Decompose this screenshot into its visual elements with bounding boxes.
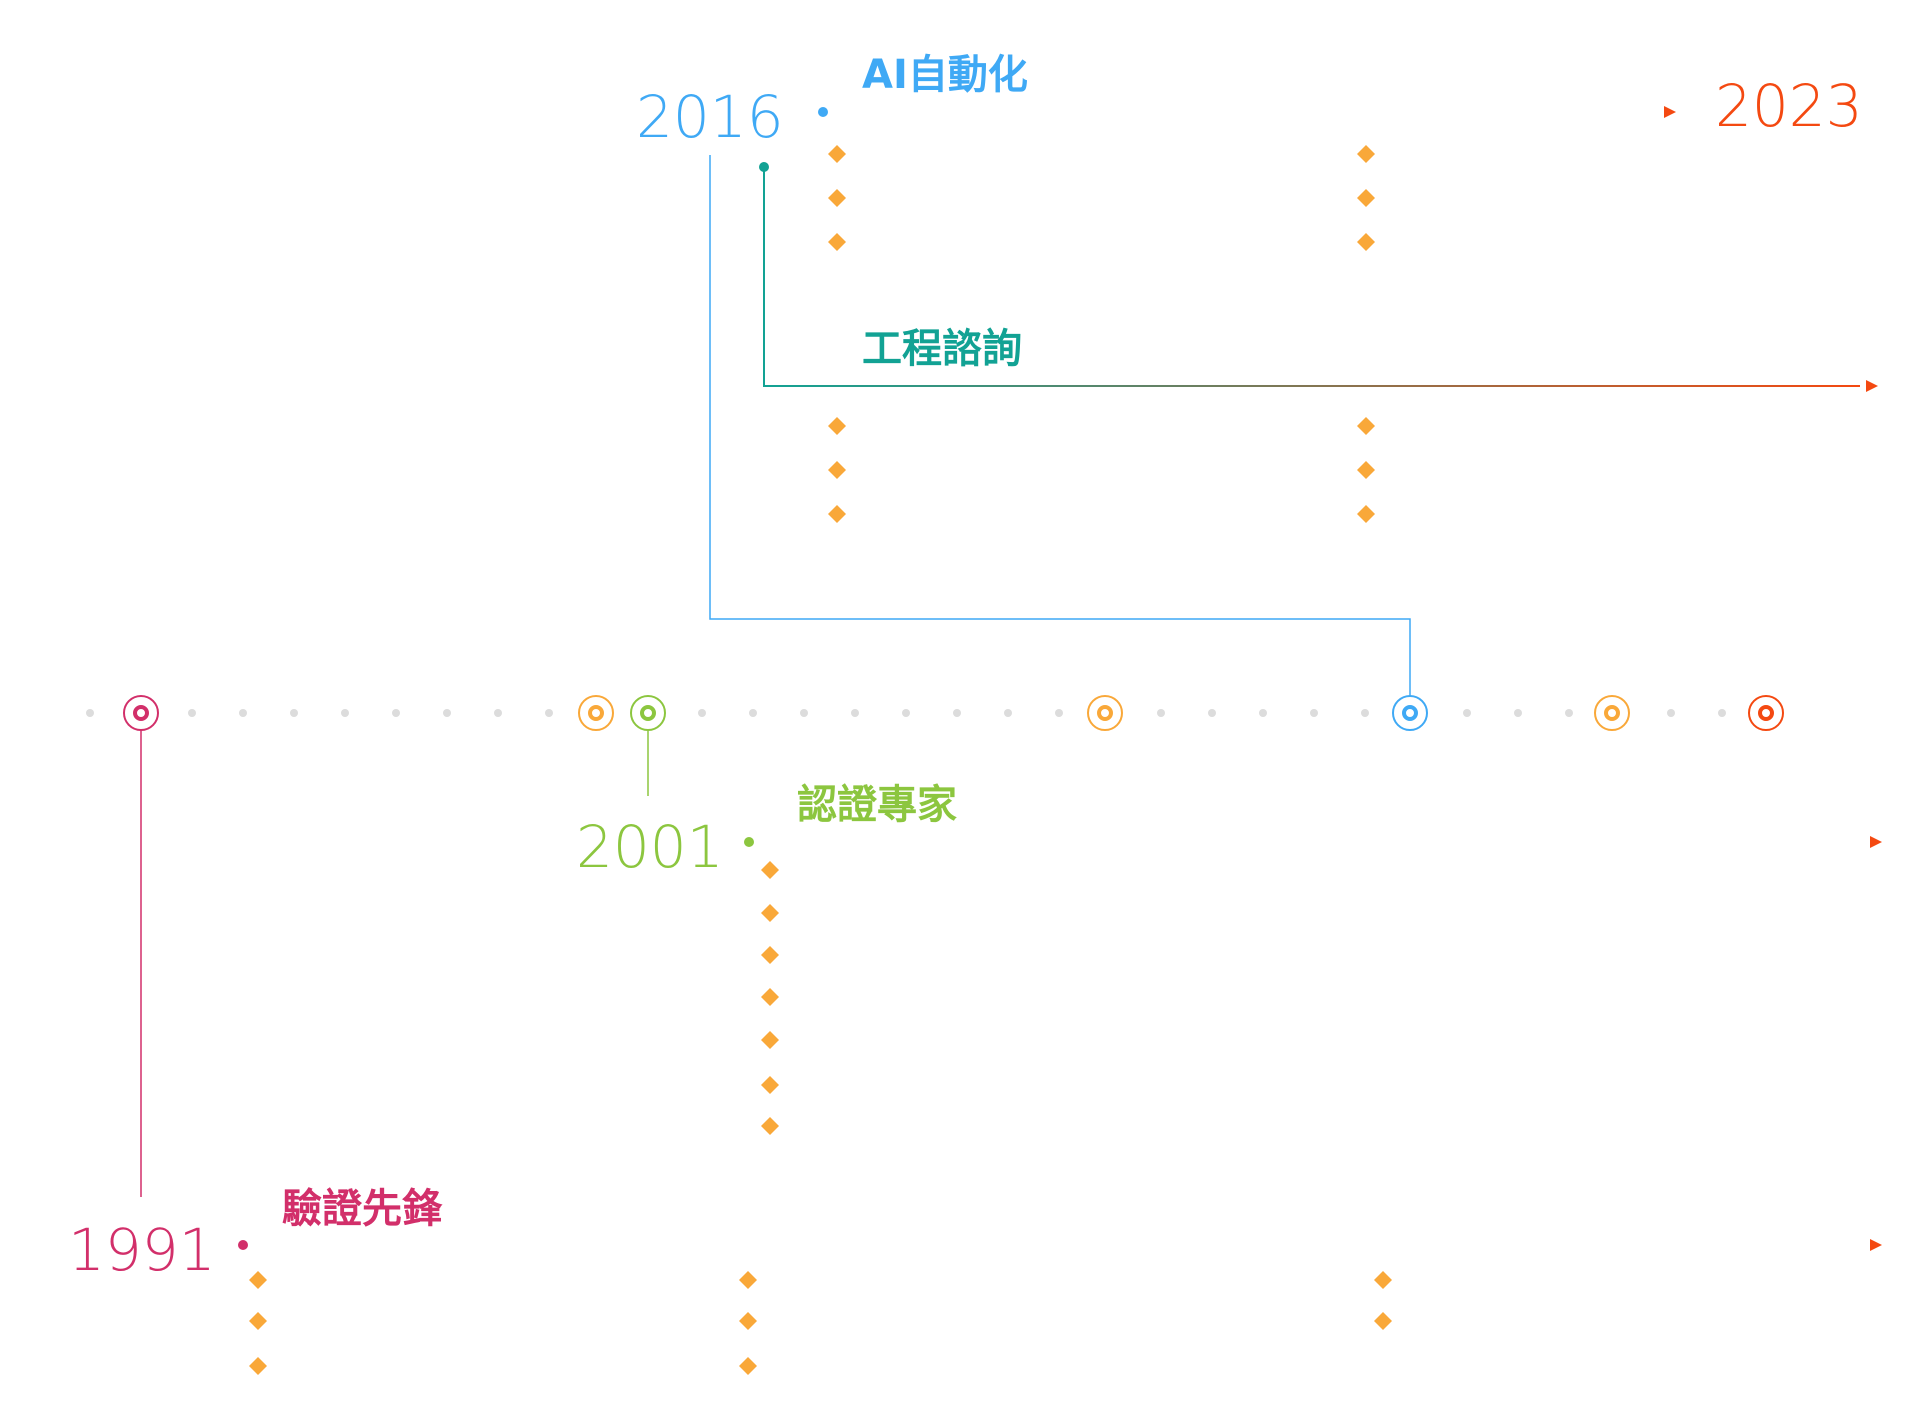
verification-arrow xyxy=(1870,1239,1882,1251)
bullet-diamond xyxy=(761,861,779,879)
track-dot xyxy=(1514,709,1522,717)
connector-2016 xyxy=(709,155,1411,696)
connector-consulting xyxy=(763,167,1860,387)
track-dot xyxy=(1361,709,1369,717)
bullet-diamond xyxy=(1374,1271,1392,1289)
bullet-diamond xyxy=(828,417,846,435)
track-dot xyxy=(545,709,553,717)
track-dot xyxy=(443,709,451,717)
branch-consulting: 工程諮詢 xyxy=(759,162,1878,392)
bullet-diamond xyxy=(249,1271,267,1289)
bullet-diamond xyxy=(739,1312,757,1330)
bullet-diamond xyxy=(761,1076,779,1094)
bullet-diamond xyxy=(1357,189,1375,207)
track-dot xyxy=(1463,709,1471,717)
track-dot xyxy=(1259,709,1267,717)
track-dot xyxy=(86,709,94,717)
bullet-diamond xyxy=(739,1271,757,1289)
track-dot xyxy=(239,709,247,717)
year-2001: 2001 xyxy=(576,813,724,881)
track-dot xyxy=(851,709,859,717)
bullet-diamond xyxy=(761,1117,779,1135)
bullet-diamond xyxy=(739,1357,757,1375)
bullet-diamond xyxy=(249,1357,267,1375)
track-dot xyxy=(392,709,400,717)
certification-label: 認證專家 xyxy=(797,782,957,828)
bullet-diamond xyxy=(761,904,779,922)
branch-automation: 2016 AI自動化 2023 xyxy=(636,52,1863,151)
track-dot xyxy=(341,709,349,717)
track-dot xyxy=(290,709,298,717)
dotted-track xyxy=(86,709,1726,717)
bullet-diamond xyxy=(1357,233,1375,251)
track-dot xyxy=(1565,709,1573,717)
milestone-neutral-3-marker xyxy=(1594,695,1630,731)
milestone-neutral-2-marker xyxy=(1087,695,1123,731)
bullet-diamond xyxy=(828,189,846,207)
branch-certification: 2001 認證專家 xyxy=(576,782,1882,881)
track-dot xyxy=(1055,709,1063,717)
track-dot xyxy=(1310,709,1318,717)
bullet-diamond xyxy=(761,988,779,1006)
track-dot xyxy=(1004,709,1012,717)
bullet-diamond xyxy=(1374,1312,1392,1330)
year-2023: 2023 xyxy=(1715,72,1863,140)
track-dot xyxy=(494,709,502,717)
milestone-2001-marker xyxy=(630,695,666,731)
track-dot xyxy=(188,709,196,717)
consulting-arrow xyxy=(1866,380,1878,392)
bullet-diamond xyxy=(1357,505,1375,523)
branch-verification: 1991 驗證先鋒 xyxy=(68,1186,1882,1284)
track-dot xyxy=(953,709,961,717)
bullet-diamond xyxy=(761,1031,779,1049)
track-dot xyxy=(800,709,808,717)
bullet-diamond xyxy=(249,1312,267,1330)
milestone-2023-marker xyxy=(1748,695,1784,731)
bullet-diamond xyxy=(828,461,846,479)
track-dot xyxy=(698,709,706,717)
track-dot xyxy=(1667,709,1675,717)
year-1991: 1991 xyxy=(68,1216,216,1284)
track-dot xyxy=(749,709,757,717)
bullet-diamond xyxy=(828,505,846,523)
consulting-label: 工程諮詢 xyxy=(862,326,1022,372)
bullet-diamond xyxy=(828,145,846,163)
milestone-1991-marker xyxy=(123,695,159,731)
bullet-markers xyxy=(249,145,1392,1375)
automation-arrow xyxy=(1664,106,1676,118)
milestone-neutral-1-marker xyxy=(578,695,614,731)
bullet-diamond xyxy=(761,946,779,964)
consulting-start-dot xyxy=(759,162,769,172)
automation-label: AI自動化 xyxy=(862,52,1028,98)
certification-arrow xyxy=(1870,836,1882,848)
bullet-diamond xyxy=(1357,461,1375,479)
track-dot xyxy=(1157,709,1165,717)
bullet-diamond xyxy=(1357,145,1375,163)
verification-label: 驗證先鋒 xyxy=(282,1186,443,1232)
track-dot xyxy=(1718,709,1726,717)
bullet-diamond xyxy=(1357,417,1375,435)
bullet-diamond xyxy=(828,233,846,251)
year-2016: 2016 xyxy=(636,83,784,151)
track-dot xyxy=(902,709,910,717)
milestone-2016-marker xyxy=(1392,695,1428,731)
track-dot xyxy=(1208,709,1216,717)
